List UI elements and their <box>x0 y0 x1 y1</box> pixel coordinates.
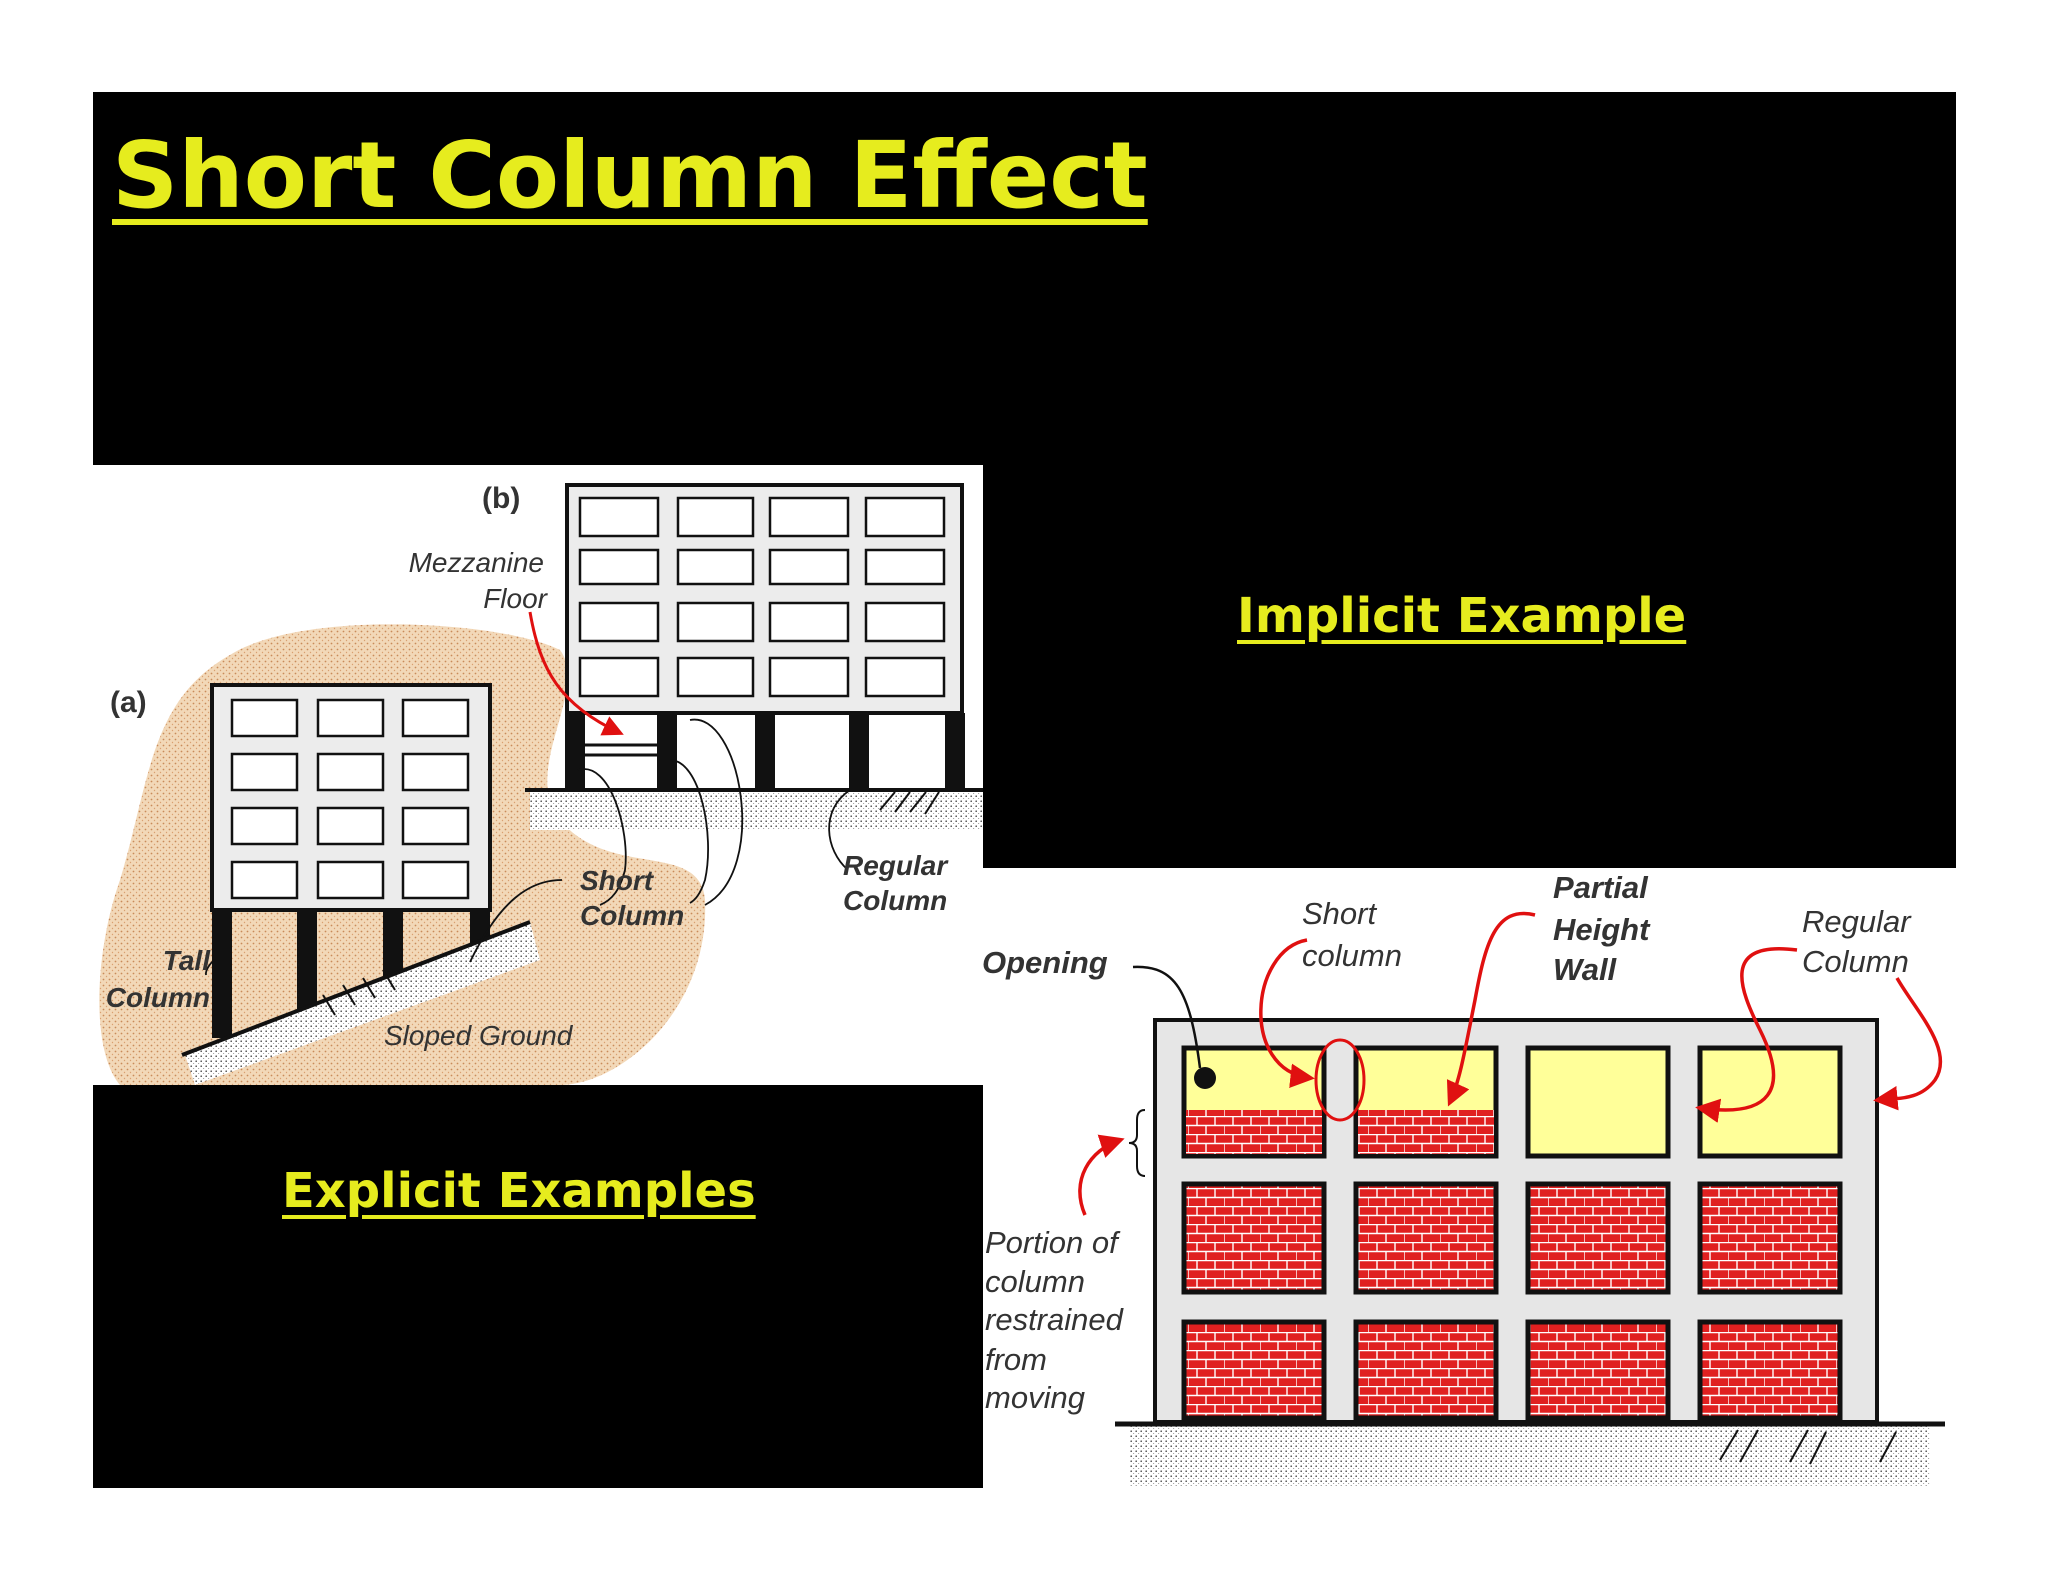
portion-label-line4: from <box>985 1342 1047 1377</box>
opening-label: Opening <box>982 945 1108 980</box>
slide-background-right <box>983 465 1956 868</box>
regular-column-label-line2: Column <box>843 885 947 916</box>
partial-height-wall-line3: Wall <box>1553 952 1618 987</box>
building-b <box>525 483 983 830</box>
short-column-label-line1: Short <box>580 865 655 896</box>
label-a: (a) <box>110 686 147 719</box>
mezzanine-label-line1: Mezzanine <box>409 547 544 578</box>
portion-label-line2: column <box>985 1264 1085 1299</box>
infilled-frame <box>1115 1018 1945 1486</box>
portion-label-line1: Portion of <box>985 1225 1121 1260</box>
mezzanine-arrow <box>528 611 624 736</box>
explicit-examples-label: Explicit Examples <box>282 1163 756 1219</box>
regular-column-right-line2: Column <box>1802 944 1909 979</box>
right-arrows <box>1078 911 1943 1216</box>
partial-height-wall-line2: Height <box>1553 912 1651 947</box>
left-leader-lines <box>205 719 851 976</box>
mezzanine-label-line2: Floor <box>483 583 548 614</box>
partial-height-wall-line1: Partial <box>1553 870 1649 905</box>
slide-background-bottom <box>93 1085 983 1488</box>
building-a <box>181 683 540 1085</box>
slide-title: Short Column Effect <box>112 122 1148 229</box>
sloped-ground-label: Sloped Ground <box>384 1020 574 1051</box>
regular-column-label-line1: Regular <box>843 850 949 881</box>
slide-background-top <box>93 92 1956 465</box>
short-column-label-line2: Column <box>580 900 684 931</box>
portion-label-line5: moving <box>985 1380 1085 1415</box>
regular-column-right-line1: Regular <box>1802 904 1912 939</box>
short-column-right-line2: column <box>1302 938 1402 973</box>
label-b: (b) <box>482 482 520 515</box>
short-column-right-line1: Short <box>1302 896 1377 931</box>
tall-column-label-line1: Tall <box>163 945 211 976</box>
portion-label-line3: restrained <box>985 1302 1125 1337</box>
tall-column-label-line2: Column <box>106 982 210 1013</box>
implicit-example-label: Implicit Example <box>1237 588 1687 644</box>
